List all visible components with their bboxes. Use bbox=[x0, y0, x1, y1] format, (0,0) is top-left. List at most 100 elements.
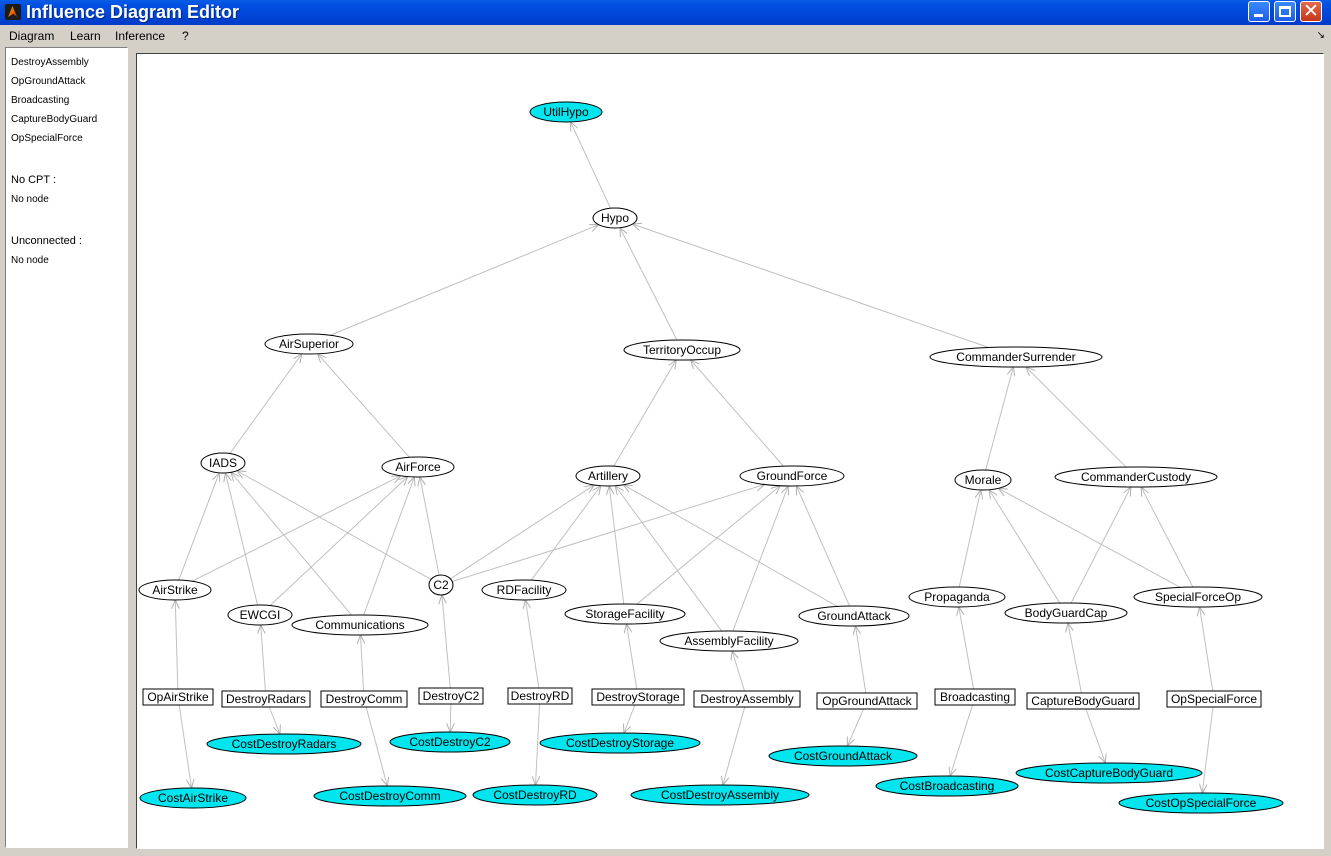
edge-rdfacility-to-artillery bbox=[530, 486, 601, 581]
edge-destroy-assembly-to-cost-destroy-assembly bbox=[723, 706, 746, 785]
edge-destroy-comm-to-cost-destroy-comm bbox=[365, 706, 387, 786]
chance-node-shape bbox=[1054, 466, 1218, 488]
edge-special-force-op-to-commander-custody bbox=[1141, 487, 1194, 588]
node-body-guard-cap[interactable]: BodyGuardCap bbox=[1004, 602, 1128, 624]
node-label: CostDestroyStorage bbox=[566, 736, 674, 750]
node-hypo[interactable]: Hypo bbox=[592, 207, 638, 229]
node-cost-broadcasting[interactable]: CostBroadcasting bbox=[875, 775, 1019, 797]
node-iads[interactable]: IADS bbox=[200, 452, 246, 474]
node-label: C2 bbox=[433, 578, 449, 592]
node-cost-air-strike[interactable]: CostAirStrike bbox=[139, 787, 247, 809]
node-capture-body-guard[interactable]: CaptureBodyGuard bbox=[1026, 692, 1140, 710]
node-air-force[interactable]: AirForce bbox=[381, 456, 455, 478]
utility-node-shape bbox=[875, 775, 1019, 797]
node-ground-force[interactable]: GroundForce bbox=[739, 465, 845, 487]
node-cost-ground-attack[interactable]: CostGroundAttack bbox=[768, 745, 918, 767]
node-cost-capture-body-guard[interactable]: CostCaptureBodyGuard bbox=[1015, 762, 1203, 784]
node-destroy-radars[interactable]: DestroyRadars bbox=[221, 690, 311, 708]
node-label: GroundAttack bbox=[817, 609, 891, 623]
edge-air-strike-to-iads bbox=[178, 473, 220, 581]
node-destroy-comm[interactable]: DestroyComm bbox=[320, 690, 408, 708]
edge-hypo-to-util-hypo bbox=[571, 122, 611, 209]
edge-capture-body-guard-to-cost-capture-body-guard bbox=[1085, 708, 1106, 763]
node-cost-destroy-rd[interactable]: CostDestroyRD bbox=[472, 784, 598, 806]
diagram-canvas[interactable] bbox=[136, 53, 1324, 849]
decision-node-shape bbox=[1026, 692, 1140, 710]
node-commander-custody[interactable]: CommanderCustody bbox=[1054, 466, 1218, 488]
decision-node-shape bbox=[591, 688, 685, 706]
node-op-ground-attack[interactable]: OpGroundAttack bbox=[816, 692, 918, 710]
node-air-superior[interactable]: AirSuperior bbox=[264, 333, 354, 355]
menu-diagram[interactable]: Diagram bbox=[9, 29, 55, 43]
node-destroy-rd[interactable]: DestroyRD bbox=[507, 687, 573, 705]
decision-list-item[interactable]: OpGroundAttack bbox=[11, 76, 86, 87]
decision-list-item[interactable]: CaptureBodyGuard bbox=[11, 114, 98, 125]
node-cost-op-special-force[interactable]: CostOpSpecialForce bbox=[1118, 792, 1284, 814]
menu-inference[interactable]: Inference bbox=[115, 29, 166, 43]
node-cost-destroy-radars[interactable]: CostDestroyRadars bbox=[206, 733, 362, 755]
node-storage-facility[interactable]: StorageFacility bbox=[564, 603, 686, 625]
edge-air-superior-to-hypo bbox=[330, 225, 598, 336]
maximize-button[interactable] bbox=[1274, 1, 1296, 22]
node-broadcasting[interactable]: Broadcasting bbox=[934, 688, 1016, 706]
node-cost-destroy-assembly[interactable]: CostDestroyAssembly bbox=[630, 784, 810, 806]
decision-node-shape bbox=[934, 688, 1016, 706]
edge-artillery-to-territory-occup bbox=[613, 360, 676, 467]
node-assembly-facility[interactable]: AssemblyFacility bbox=[659, 630, 799, 652]
dock-arrow-icon[interactable]: ↘ bbox=[1316, 30, 1325, 41]
node-propaganda[interactable]: Propaganda bbox=[908, 586, 1006, 608]
menu-help[interactable]: ? bbox=[182, 29, 189, 43]
node-util-hypo[interactable]: UtilHypo bbox=[529, 101, 603, 123]
node-morale[interactable]: Morale bbox=[954, 469, 1012, 491]
utility-node-shape bbox=[139, 787, 247, 809]
node-label: Communications bbox=[315, 618, 404, 632]
edge-propaganda-to-morale bbox=[958, 490, 981, 588]
node-label: DestroyStorage bbox=[596, 690, 680, 704]
menu-learn[interactable]: Learn bbox=[70, 29, 101, 43]
node-op-special-force[interactable]: OpSpecialForce bbox=[1166, 690, 1262, 708]
node-ground-attack[interactable]: GroundAttack bbox=[798, 605, 910, 627]
edge-destroy-radars-to-cost-destroy-radars bbox=[268, 706, 280, 734]
node-destroy-c2[interactable]: DestroyC2 bbox=[418, 687, 484, 705]
minimize-button[interactable] bbox=[1248, 1, 1270, 22]
title-bar[interactable]: Influence Diagram Editor ✕ bbox=[0, 0, 1331, 25]
node-air-strike[interactable]: AirStrike bbox=[138, 579, 212, 601]
node-label: DestroyComm bbox=[326, 692, 403, 706]
decision-list-item[interactable]: DestroyAssembly bbox=[11, 57, 89, 68]
node-label: EWCGI bbox=[240, 608, 281, 622]
node-commander-surrender[interactable]: CommanderSurrender bbox=[929, 346, 1103, 368]
node-cost-destroy-c2[interactable]: CostDestroyC2 bbox=[389, 731, 511, 753]
node-label: Hypo bbox=[601, 211, 629, 225]
utility-node-shape bbox=[1118, 792, 1284, 814]
node-label: OpGroundAttack bbox=[822, 694, 912, 708]
chance-node-shape bbox=[908, 586, 1006, 608]
node-destroy-storage[interactable]: DestroyStorage bbox=[591, 688, 685, 706]
node-special-force-op[interactable]: SpecialForceOp bbox=[1133, 586, 1263, 608]
node-communications[interactable]: Communications bbox=[291, 614, 429, 636]
node-ewcgi[interactable]: EWCGI bbox=[227, 604, 293, 626]
chance-node-shape bbox=[739, 465, 845, 487]
node-territory-occup[interactable]: TerritoryOccup bbox=[623, 339, 741, 361]
node-cost-destroy-storage[interactable]: CostDestroyStorage bbox=[539, 732, 701, 754]
node-destroy-assembly[interactable]: DestroyAssembly bbox=[693, 690, 801, 708]
utility-node-shape bbox=[630, 784, 810, 806]
decision-list-item[interactable]: Broadcasting bbox=[11, 95, 70, 106]
edge-air-strike-to-air-force bbox=[192, 476, 400, 582]
node-label: AssemblyFacility bbox=[684, 634, 773, 648]
node-artillery[interactable]: Artillery bbox=[575, 465, 641, 487]
edge-ground-attack-to-ground-force bbox=[796, 486, 851, 607]
chance-node-shape bbox=[1133, 586, 1263, 608]
close-button[interactable]: ✕ bbox=[1300, 0, 1322, 22]
decision-list-item[interactable]: OpSpecialForce bbox=[11, 133, 83, 144]
node-label: AirForce bbox=[395, 460, 441, 474]
edge-op-special-force-to-cost-op-special-force bbox=[1202, 706, 1214, 793]
node-c2[interactable]: C2 bbox=[428, 574, 454, 596]
edge-op-special-force-to-special-force-op bbox=[1200, 607, 1214, 692]
node-cost-destroy-comm[interactable]: CostDestroyComm bbox=[313, 785, 467, 807]
chance-node-shape bbox=[428, 574, 454, 596]
close-icon: ✕ bbox=[1303, 0, 1319, 22]
node-op-air-strike[interactable]: OpAirStrike bbox=[142, 688, 214, 706]
node-rdfacility[interactable]: RDFacility bbox=[481, 579, 567, 601]
edge-morale-to-commander-surrender bbox=[985, 367, 1014, 471]
